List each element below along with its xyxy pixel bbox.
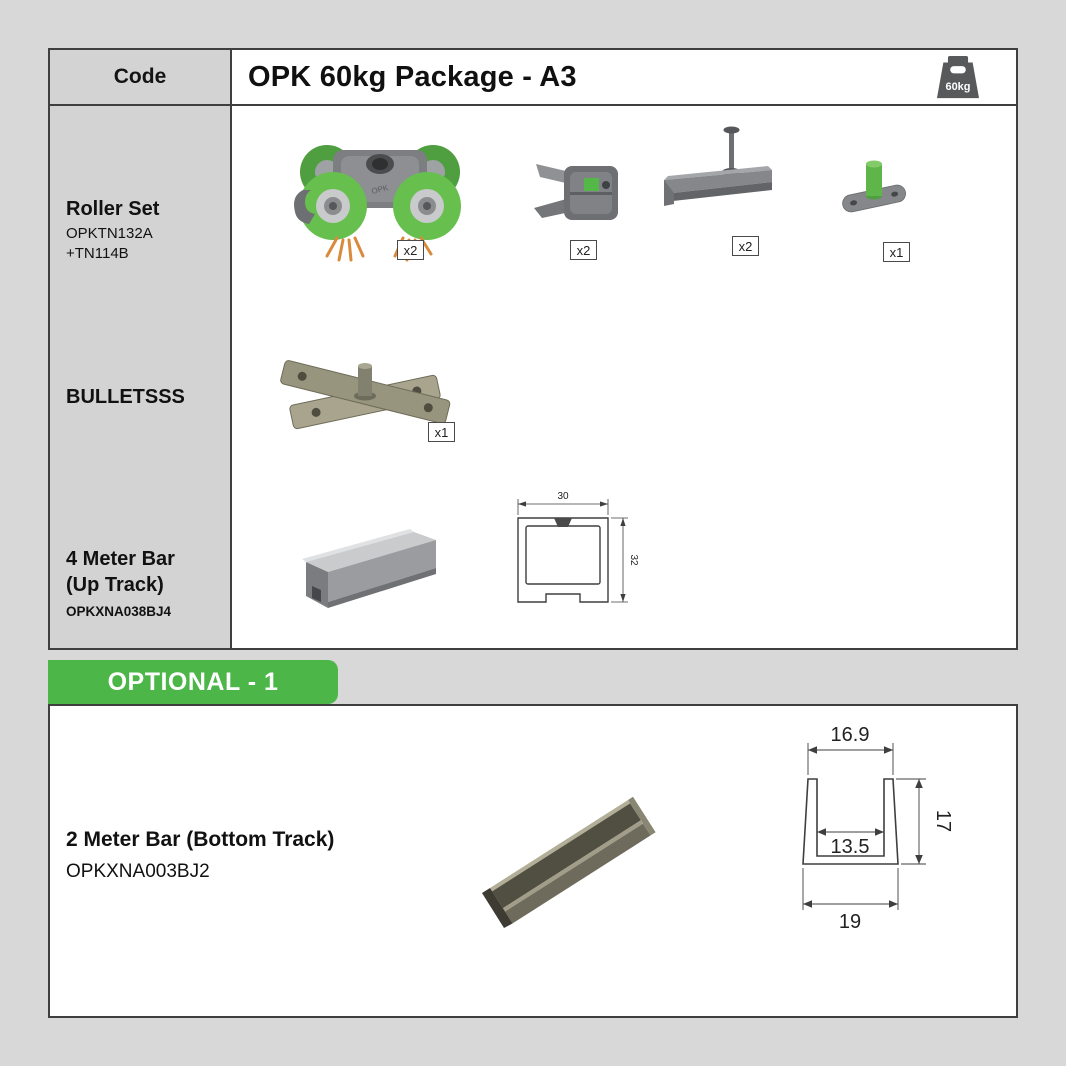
roller-set-image: OPK	[294, 145, 461, 262]
bottom-track-3d-image	[482, 796, 656, 928]
header-divider	[50, 104, 1016, 106]
optional-banner: OPTIONAL - 1	[48, 660, 338, 704]
bottom-track-section-drawing: 16.9 17 13.5 19	[802, 724, 954, 933]
bottomtrack-dim-height: 17	[932, 810, 954, 832]
up-track-section-drawing: 30 32	[517, 491, 639, 603]
qty-badge-bracket: x2	[570, 240, 597, 260]
pivot-row-title: BULLETSSS	[66, 386, 185, 408]
bottom-track-code: OPKXNA003BJ2	[66, 861, 210, 882]
qty-badge-guide: x1	[883, 242, 910, 262]
uptrack-title-1: 4 Meter Bar	[66, 548, 175, 570]
weight-badge-icon: 60kg	[936, 56, 980, 99]
uptrack-title-2: (Up Track)	[66, 574, 164, 596]
bottom-track-box: 2 Meter Bar (Bottom Track) OPKXNA003BJ2	[48, 704, 1018, 1018]
qty-badge-stopper: x2	[732, 236, 759, 256]
label-column-background	[50, 50, 230, 648]
floor-guide-image	[842, 160, 906, 213]
qty-badge-pivot: x1	[428, 422, 455, 442]
weight-badge-label: 60kg	[945, 81, 970, 93]
pivot-row-label: BULLETSSS	[66, 384, 226, 410]
hanger-bracket-image	[534, 164, 618, 220]
bottom-track-title: 2 Meter Bar (Bottom Track)	[66, 828, 335, 851]
code-header-cell: Code	[113, 65, 167, 88]
bottomtrack-dim-top: 16.9	[831, 724, 870, 746]
roller-set-code-2: +TN114B	[66, 245, 129, 262]
package-table: Code OPK 60kg Package - A3 60kg Roller S…	[48, 48, 1018, 650]
up-track-3d-image	[302, 529, 436, 608]
roller-set-label: Roller Set OPKTN132A +TN114B	[66, 196, 226, 262]
pivot-set-image	[280, 360, 451, 430]
roller-body-mark: OPK	[371, 183, 390, 196]
uptrack-label: 4 Meter Bar (Up Track) OPKXNA038BJ4	[66, 546, 226, 619]
roller-set-title: Roller Set	[66, 198, 160, 220]
qty-badge-roller: x2	[397, 240, 424, 260]
uptrack-dim-width: 30	[557, 491, 569, 502]
column-divider	[230, 50, 232, 648]
uptrack-dim-height: 32	[628, 554, 639, 566]
package-title: OPK 60kg Package - A3	[248, 60, 577, 93]
uptrack-code: OPKXNA038BJ4	[66, 604, 172, 619]
roller-set-code-1: OPKTN132A	[66, 225, 153, 242]
bottomtrack-dim-outer: 19	[839, 911, 861, 933]
bottomtrack-dim-inner: 13.5	[831, 836, 870, 858]
stopper-image	[664, 126, 772, 206]
bottom-track-label: 2 Meter Bar (Bottom Track) OPKXNA003BJ2	[66, 828, 334, 883]
